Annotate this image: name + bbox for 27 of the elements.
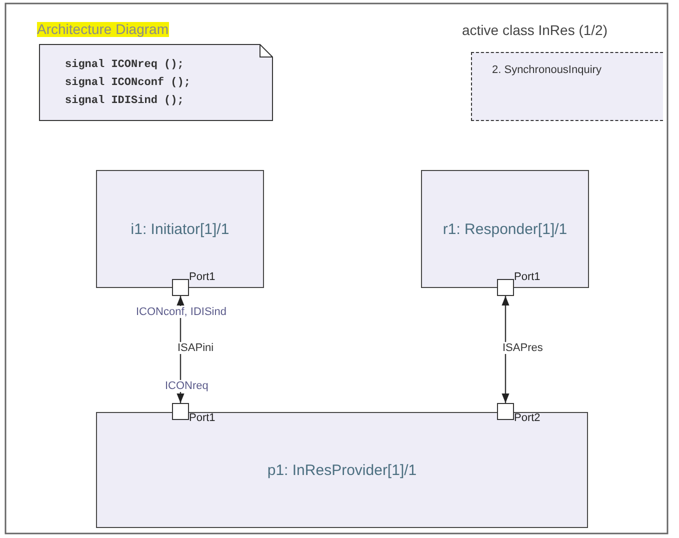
class-heading: active class InRes (1/2) bbox=[462, 22, 608, 38]
edge-label: ISAPini bbox=[178, 342, 214, 354]
signal-declaration: signal IDISind (); bbox=[65, 94, 184, 109]
port-box bbox=[497, 279, 514, 296]
edge-label: ISAPres bbox=[502, 342, 543, 354]
port-box bbox=[497, 403, 514, 420]
part-name: r1: Responder[1]/1 bbox=[442, 220, 568, 238]
signal-declaration: signal ICONreq (); bbox=[65, 58, 184, 73]
port-label: Port2 bbox=[514, 412, 540, 424]
diagram-title: Architecture Diagram bbox=[37, 22, 168, 37]
port-box bbox=[172, 279, 189, 296]
part-box bbox=[421, 170, 589, 288]
port-label: Port1 bbox=[189, 271, 216, 283]
signal-list: ICONconf, IDISind bbox=[136, 306, 226, 318]
dashed-box bbox=[471, 52, 663, 121]
diagram-name: 2. SynchronousInquiry bbox=[492, 64, 602, 76]
note-shape bbox=[39, 44, 273, 121]
port-label: Port1 bbox=[189, 412, 216, 424]
connector-arrow bbox=[502, 296, 510, 403]
part-box bbox=[96, 412, 588, 528]
signal-list: ICONreq bbox=[165, 380, 208, 392]
part-name: i1: Initiator[1]/1 bbox=[130, 220, 230, 238]
part-name: p1: InResProvider[1]/1 bbox=[267, 462, 417, 478]
port-label: Port1 bbox=[514, 271, 540, 283]
port-box bbox=[172, 403, 189, 420]
part-box bbox=[96, 170, 264, 288]
signal-declaration: signal ICONconf (); bbox=[65, 76, 190, 91]
